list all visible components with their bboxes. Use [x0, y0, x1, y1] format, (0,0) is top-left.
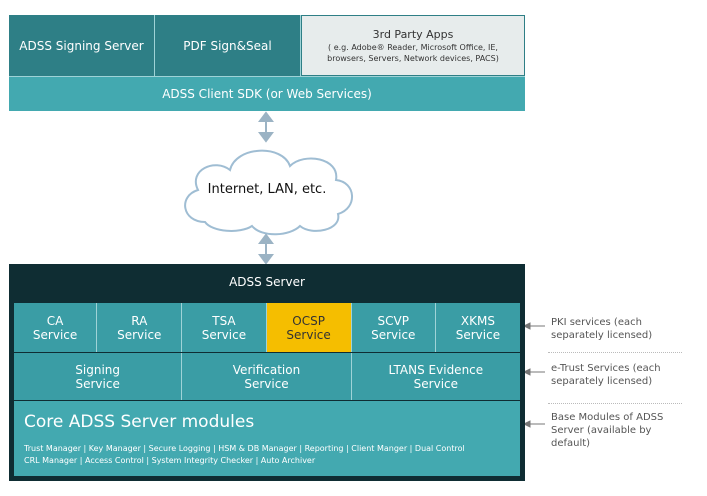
- third-party-apps-title: 3rd Party Apps: [372, 28, 454, 41]
- verification-service-line1: Verification: [232, 362, 301, 377]
- xkms-service-box: XKMS Service: [435, 303, 520, 352]
- client-sdk-label: ADSS Client SDK (or Web Services): [162, 87, 372, 101]
- etrust-services-row: Signing Service Verification Service LTA…: [14, 353, 520, 400]
- ltans-evidence-service-box: LTANS Evidence Service: [351, 353, 520, 400]
- cloud-label: Internet, LAN, etc.: [192, 176, 342, 202]
- core-modules-line2: CRL Manager | Access Control | System In…: [24, 456, 316, 465]
- top-double-arrow-icon: [258, 111, 274, 143]
- signing-service-box: Signing Service: [14, 353, 183, 400]
- etrust-note-line1: e-Trust Services (each: [551, 363, 661, 374]
- ca-service-line2: Service: [32, 327, 78, 342]
- adss-server-title: ADSS Server: [9, 268, 525, 296]
- third-party-apps-line1: ( e.g. Adobe® Reader, Microsoft Office, …: [328, 43, 498, 52]
- scvp-service-line1: SCVP: [377, 313, 409, 328]
- tsa-service-line1: TSA: [212, 313, 236, 328]
- ocsp-service-line1: OCSP: [292, 313, 325, 328]
- core-modules-box: Core ADSS Server modules Trust Manager |…: [14, 401, 520, 476]
- tsa-service-box: TSA Service: [182, 303, 267, 352]
- base-note-line3: default): [551, 438, 591, 449]
- ltans-evidence-service-line2: Service: [413, 376, 459, 391]
- note-separator-1: [548, 352, 682, 353]
- note-separator-2: [548, 403, 682, 404]
- client-sdk-bar: ADSS Client SDK (or Web Services): [9, 76, 525, 111]
- note-arrows: [522, 322, 545, 428]
- ca-service-box: CA Service: [14, 303, 98, 352]
- cloud-label-text: Internet, LAN, etc.: [207, 181, 327, 197]
- base-note-line2: Server (available by: [551, 425, 652, 436]
- third-party-apps-box: 3rd Party Apps ( e.g. Adobe® Reader, Mic…: [301, 15, 525, 76]
- cloud-icon: [184, 149, 353, 236]
- third-party-apps-line2: browsers, Servers, Network devices, PACS…: [327, 54, 499, 63]
- adss-server-title-text: ADSS Server: [229, 275, 305, 289]
- ra-service-line2: Service: [117, 327, 162, 342]
- ra-service-box: RA Service: [97, 303, 183, 352]
- core-modules-title: Core ADSS Server modules: [24, 412, 255, 432]
- pdf-sign-seal-label: PDF Sign&Seal: [183, 38, 272, 53]
- ltans-evidence-service-line1: LTANS Evidence: [388, 362, 484, 377]
- core-modules-line1: Trust Manager | Key Manager | Secure Log…: [24, 444, 465, 453]
- pdf-sign-seal-box: PDF Sign&Seal: [155, 15, 301, 76]
- pki-note-line2: separately licensed): [551, 330, 653, 341]
- adss-signing-server-box: ADSS Signing Server: [9, 15, 155, 76]
- ocsp-service-line2: Service: [286, 327, 331, 342]
- scvp-service-box: SCVP Service: [351, 303, 436, 352]
- verification-service-box: Verification Service: [182, 353, 352, 400]
- base-modules-note: Base Modules of ADSS Server (available b…: [551, 411, 701, 450]
- ra-service-line1: RA: [131, 313, 148, 328]
- signing-service-line2: Service: [75, 376, 120, 391]
- tsa-service-line2: Service: [201, 327, 247, 342]
- ca-service-line1: CA: [46, 313, 64, 328]
- etrust-services-note: e-Trust Services (each separately licens…: [551, 362, 701, 388]
- adss-signing-server-label: ADSS Signing Server: [19, 38, 144, 53]
- pki-services-note: PKI services (each separately licensed): [551, 316, 701, 342]
- etrust-note-line2: separately licensed): [551, 376, 653, 387]
- bottom-double-arrow-icon: [258, 233, 274, 265]
- signing-service-line1: Signing: [75, 362, 121, 377]
- pki-services-row: CA Service RA Service TSA Service OCSP S…: [14, 303, 520, 352]
- xkms-service-line2: Service: [455, 327, 501, 342]
- pki-note-line1: PKI services (each: [551, 317, 642, 328]
- xkms-service-line1: XKMS: [460, 313, 495, 328]
- ocsp-service-box: OCSP Service: [266, 303, 352, 352]
- scvp-service-line2: Service: [371, 327, 416, 342]
- verification-service-line2: Service: [244, 376, 289, 391]
- base-note-line1: Base Modules of ADSS: [551, 412, 664, 423]
